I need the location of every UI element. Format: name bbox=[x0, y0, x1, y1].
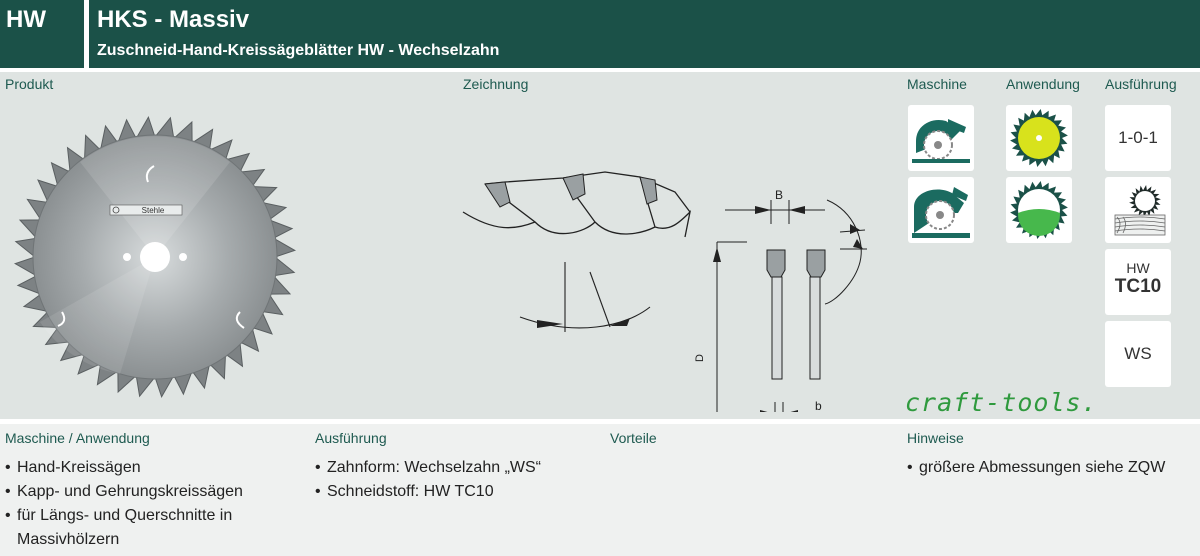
hinweise-list: größere Abmessungen siehe ZQW bbox=[905, 456, 1175, 480]
ausfuehrung-code: 1-0-1 bbox=[1118, 128, 1158, 147]
category-code-box: HW bbox=[0, 0, 84, 68]
blade-brand-label: Stehle bbox=[142, 206, 165, 215]
vorteile-label: Vorteile bbox=[610, 430, 657, 446]
dim-B-label: B bbox=[775, 188, 783, 202]
ausfuehrung-list: Zahnform: Wechselzahn „WS“ Schneidstoff:… bbox=[313, 456, 603, 504]
product-subtitle: Zuschneid-Hand-Kreissägeblätter HW - Wec… bbox=[97, 42, 500, 59]
list-item: Kapp- und Gehrungskreissägen bbox=[3, 480, 293, 504]
maschine-label: Maschine bbox=[907, 76, 967, 92]
list-item: Schneidstoff: HW TC10 bbox=[313, 480, 603, 504]
cutting-material-card: HW TC10 bbox=[1105, 249, 1171, 315]
saw-blade-image: Stehle bbox=[13, 115, 297, 399]
list-item: Hand-Kreissägen bbox=[3, 456, 293, 480]
zeichnung-label: Zeichnung bbox=[463, 76, 529, 92]
tooth-form-card: WS bbox=[1105, 321, 1171, 387]
maschine-anwendung-label: Maschine / Anwendung bbox=[5, 430, 150, 446]
hinweise-label: Hinweise bbox=[907, 430, 964, 446]
header: HW HKS - Massiv Zuschneid-Hand-Kreissäge… bbox=[0, 0, 1200, 68]
category-code: HW bbox=[6, 6, 46, 33]
produkt-label: Produkt bbox=[5, 76, 54, 92]
product-panel: Produkt Zeichnung Maschine Anwendung Aus… bbox=[0, 72, 1200, 419]
ausfuehrung-code-card: 1-0-1 bbox=[1105, 105, 1171, 171]
wood-material-icon bbox=[1105, 177, 1171, 243]
technical-drawing: D B b bbox=[462, 171, 867, 412]
material-top-label: HW bbox=[1126, 260, 1150, 276]
tooth-form-label: WS bbox=[1124, 344, 1152, 363]
ausfuehrung-details-label: Ausführung bbox=[315, 430, 387, 446]
product-title: HKS - Massiv bbox=[97, 6, 250, 33]
craft-tools-logo: craft-tools. bbox=[905, 388, 1098, 417]
miter-saw-icon bbox=[908, 177, 974, 243]
hand-circular-saw-icon bbox=[908, 105, 974, 171]
ausfuehrung-label: Ausführung bbox=[1105, 76, 1177, 92]
cross-cut-application-icon bbox=[1006, 177, 1072, 243]
solid-wood-application-icon bbox=[1006, 105, 1072, 171]
anwendung-label: Anwendung bbox=[1006, 76, 1080, 92]
maschine-anwendung-list: Hand-Kreissägen Kapp- und Gehrungskreiss… bbox=[3, 456, 293, 552]
title-box: HKS - Massiv Zuschneid-Hand-Kreissägeblä… bbox=[89, 0, 1200, 68]
list-item: größere Abmessungen siehe ZQW bbox=[905, 456, 1175, 480]
material-bottom-label: TC10 bbox=[1114, 276, 1162, 297]
list-item: Zahnform: Wechselzahn „WS“ bbox=[313, 456, 603, 480]
dim-b-label: b bbox=[815, 399, 822, 412]
details-panel: Maschine / Anwendung Hand-Kreissägen Kap… bbox=[0, 424, 1200, 556]
dim-D-label: D bbox=[694, 354, 706, 362]
list-item: für Längs- und Querschnitte in Massivhöl… bbox=[3, 504, 293, 552]
